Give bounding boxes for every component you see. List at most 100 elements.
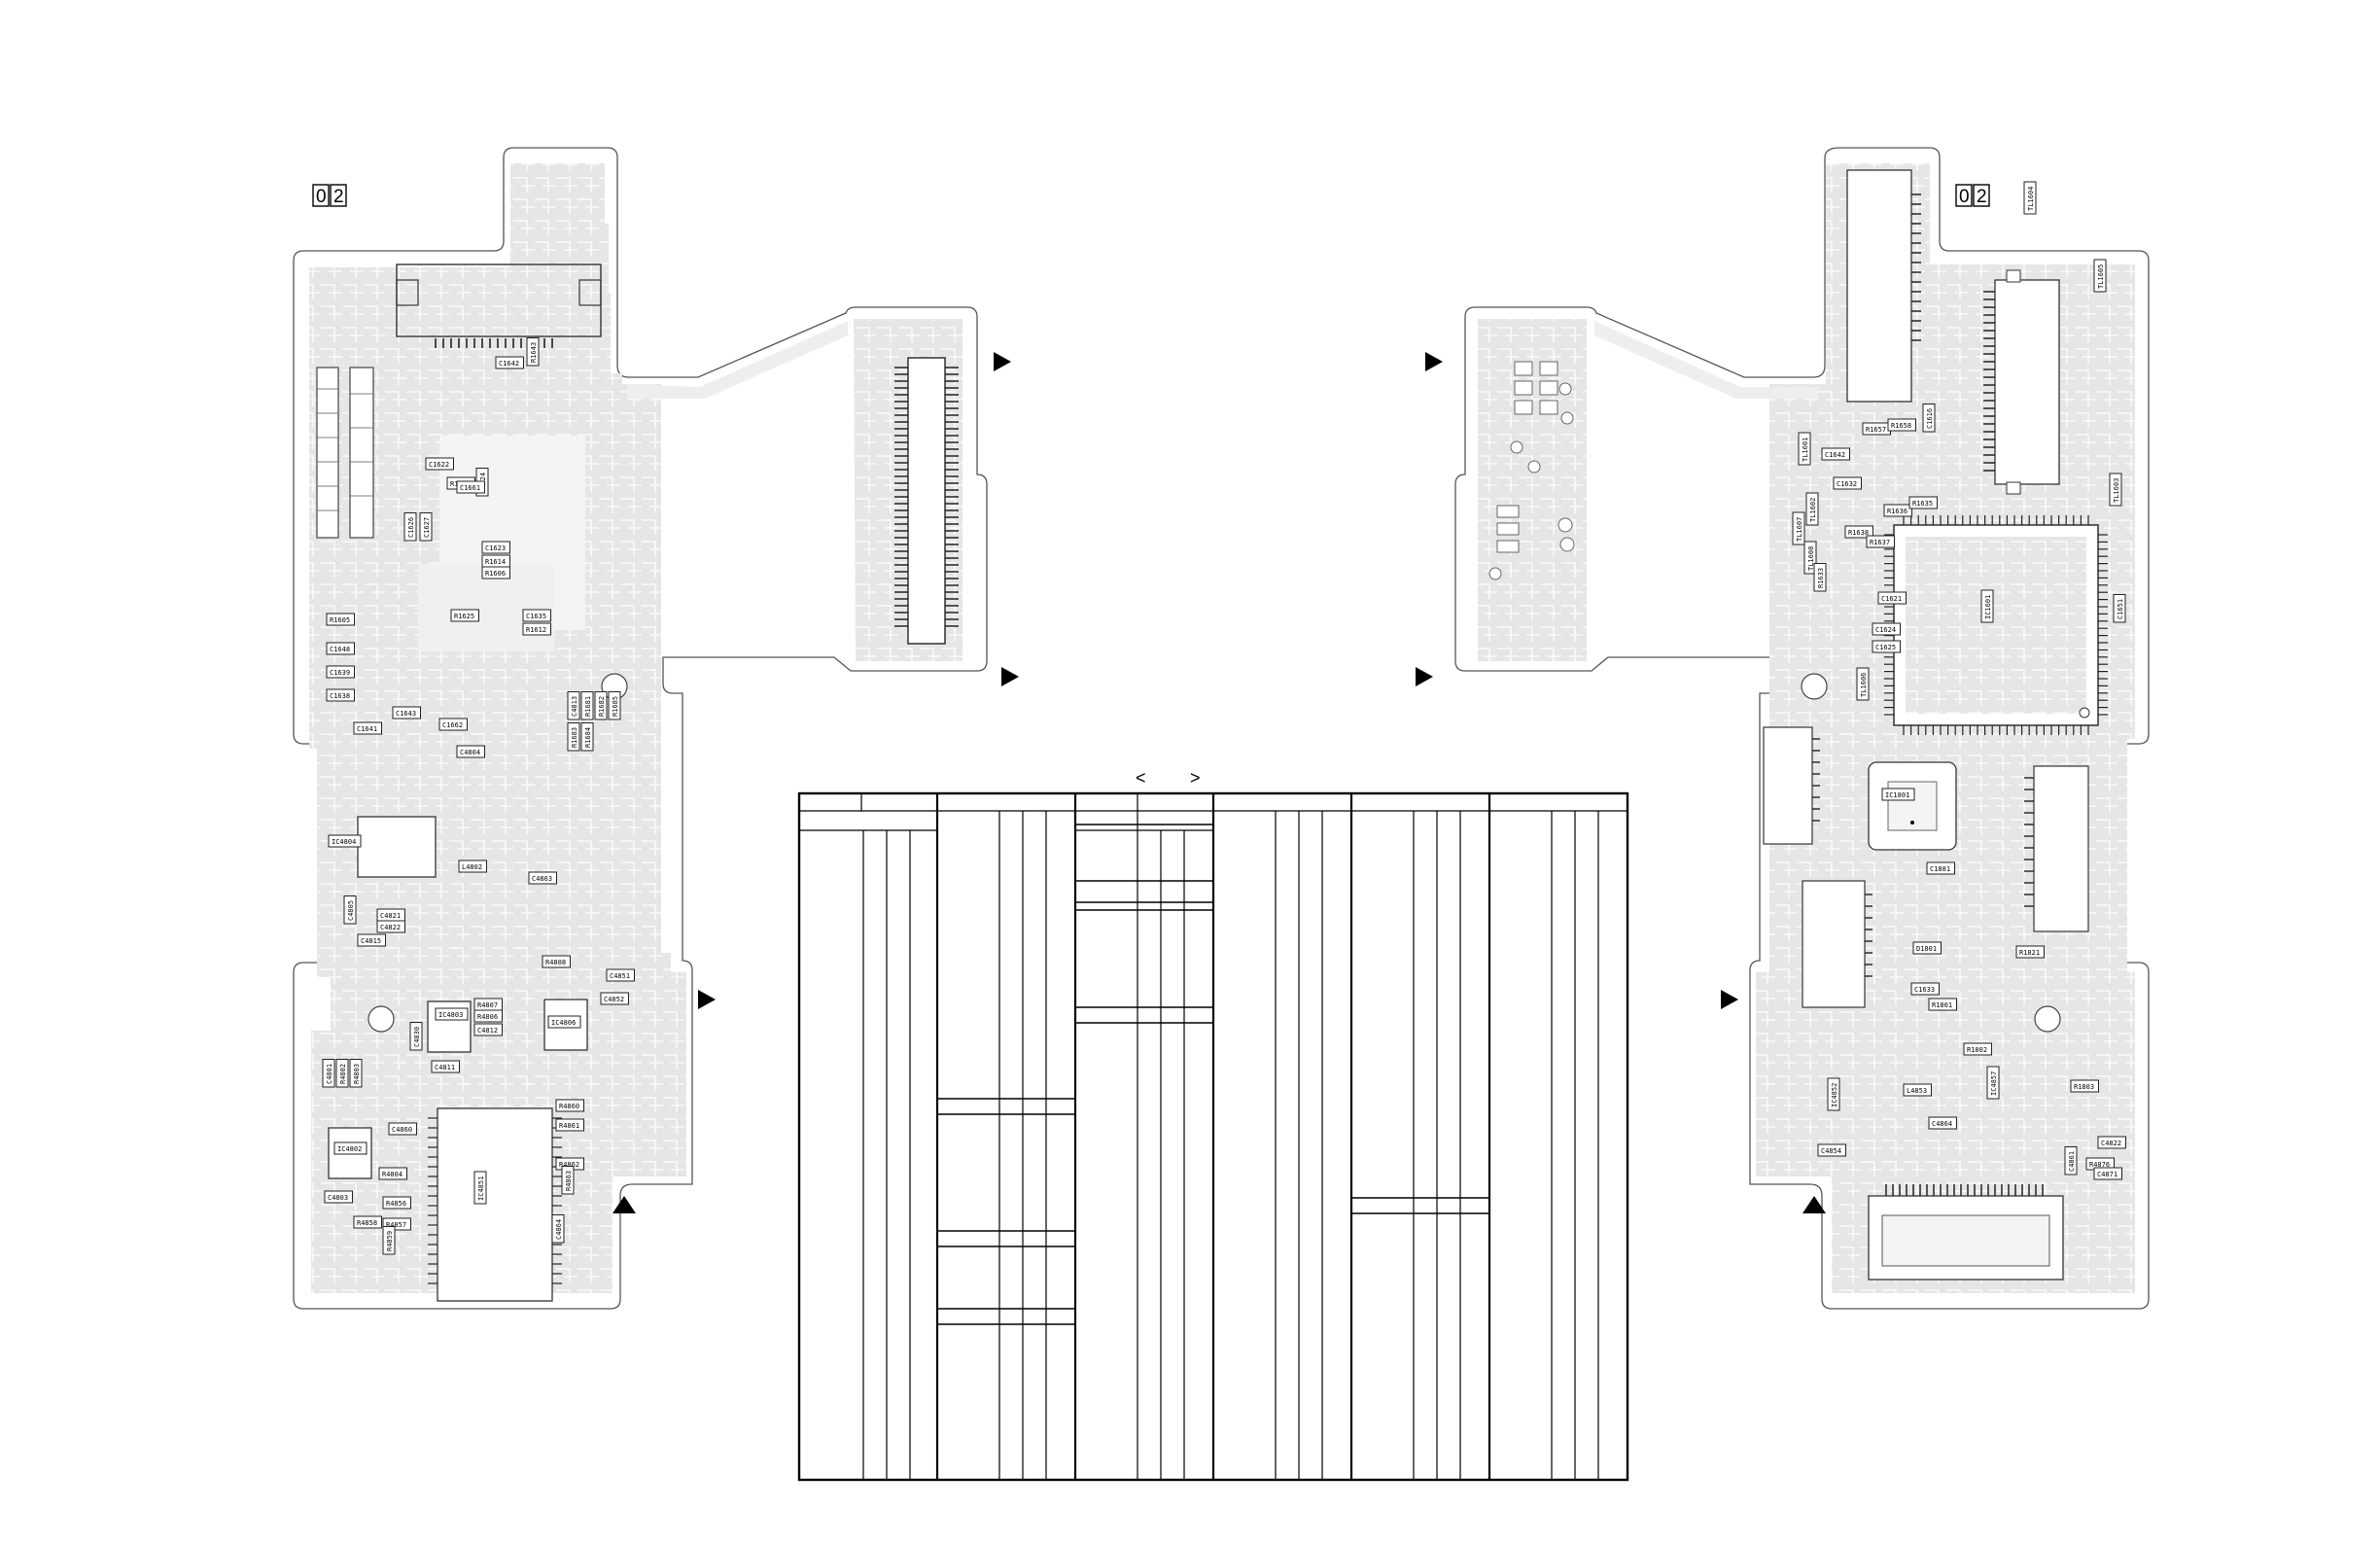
component-label: C1626: [403, 512, 417, 542]
component-label: R4803: [349, 1059, 363, 1088]
component-label: C4830: [409, 1022, 423, 1051]
component-label: C1648: [326, 642, 355, 655]
left-board-arrows: [612, 352, 1019, 1213]
component-label-text: R1614: [485, 558, 506, 566]
component-label: IC4806: [547, 1015, 581, 1029]
component-label-text: R1801: [1932, 1001, 1952, 1009]
left-tag-digit-0: 0: [316, 187, 327, 207]
component-label: TL1601: [1798, 432, 1811, 466]
component-label: C1641: [353, 721, 382, 735]
component-label: C4815: [357, 933, 386, 947]
component-label: C1661: [456, 480, 485, 494]
arrow-marker: [1416, 667, 1433, 686]
component-label-text: R1681: [584, 696, 592, 717]
component-label-text: R4860: [559, 1103, 579, 1110]
component-label-text: C4811: [435, 1064, 455, 1071]
component-label: C1632: [1833, 476, 1862, 490]
component-label-text: R1635: [1912, 500, 1933, 508]
component-label-text: C4813: [571, 696, 578, 717]
component-label: R1612: [522, 622, 551, 636]
component-label-text: TL1607: [1796, 517, 1803, 542]
component-label-text: R4861: [559, 1122, 579, 1130]
left-tag-digit-1: 2: [333, 187, 344, 207]
component-label: R1633: [1813, 563, 1827, 592]
component-label: R1636: [1883, 504, 1912, 517]
component-label-text: C1661: [460, 484, 480, 492]
component-label-text: C1626: [407, 517, 415, 538]
component-label-text: C4801: [326, 1064, 333, 1084]
component-label: R1685: [608, 691, 621, 720]
component-label-text: L4853: [1907, 1087, 1927, 1095]
component-label-text: C1622: [429, 461, 449, 469]
component-label-text: R4856: [386, 1200, 406, 1208]
component-label: R1657: [1862, 422, 1891, 436]
component-label-text: C4860: [392, 1126, 412, 1134]
component-label: R1658: [1887, 418, 1916, 432]
component-label: IC4852: [1827, 1077, 1840, 1111]
component-label: IC1601: [1980, 589, 1994, 623]
component-label-text: C1625: [1875, 644, 1896, 651]
component-label: R1683: [567, 722, 580, 752]
component-label-text: IC4803: [438, 1011, 463, 1019]
component-label-text: R4859: [386, 1231, 394, 1251]
component-label-text: C4852: [604, 996, 624, 1003]
component-label-text: C4805: [347, 900, 355, 921]
component-label: C1651: [2113, 594, 2126, 623]
component-label: IC1801: [1881, 788, 1915, 801]
component-label-text: C4871: [2097, 1171, 2118, 1178]
component-label: TL1602: [1805, 492, 1819, 526]
component-label: IC4857: [1986, 1066, 2000, 1100]
component-label-text: C1642: [1825, 451, 1845, 459]
component-label-text: C4822: [380, 924, 401, 931]
component-label: TL1603: [2109, 473, 2122, 507]
component-label-text: C4804: [460, 749, 480, 756]
table-header-left-bracket: <: [1136, 768, 1146, 788]
component-label-text: D1801: [1916, 945, 1937, 953]
component-label: TL1607: [1792, 511, 1805, 545]
component-label: C1635: [522, 609, 551, 622]
component-label: R1643: [526, 337, 540, 367]
component-label: C1623: [481, 541, 510, 554]
component-label: R4876: [2085, 1157, 2115, 1171]
component-label-text: R1612: [526, 626, 546, 634]
component-label-text: R4863: [565, 1171, 573, 1191]
component-label: C4813: [567, 691, 580, 720]
right-tag-digit-1: 2: [1977, 187, 1987, 207]
arrow-marker: [994, 352, 1011, 371]
component-label-text: R4802: [339, 1064, 347, 1084]
component-label-text: R1685: [612, 696, 619, 717]
component-label-text: C4851: [610, 972, 630, 980]
component-label-text: IC4852: [1831, 1083, 1838, 1107]
component-label-text: C1635: [526, 613, 546, 620]
component-label: C4864: [1928, 1116, 1957, 1130]
component-label: TL1606: [1856, 667, 1870, 701]
component-label: R4859: [382, 1226, 396, 1255]
component-label-text: R1643: [530, 342, 538, 363]
component-label-text: C1632: [1837, 480, 1857, 488]
component-label: R4804: [378, 1167, 407, 1180]
component-label: R1605: [326, 613, 355, 626]
component-label-text: C1639: [330, 669, 350, 677]
component-label-text: R1658: [1891, 422, 1911, 430]
component-label: R4861: [555, 1118, 584, 1132]
component-label-text: R1637: [1870, 539, 1890, 546]
component-label-text: R4862: [559, 1161, 579, 1169]
component-label-text: R4857: [386, 1221, 406, 1229]
component-label-text: IC1801: [1885, 791, 1909, 799]
component-label: R4858: [353, 1215, 382, 1229]
component-label-text: R1683: [571, 727, 578, 748]
component-label-text: C1638: [330, 692, 350, 700]
arrow-marker: [1721, 990, 1738, 1009]
component-label-text: C1643: [396, 710, 416, 718]
component-label: C1643: [392, 706, 421, 719]
component-label-text: TL1603: [2113, 478, 2120, 503]
component-label: C4861: [2064, 1146, 2078, 1176]
component-label-text: IC1601: [1984, 595, 1992, 619]
component-label: C4812: [473, 1023, 503, 1036]
component-label-text: R4808: [545, 959, 566, 966]
component-label: C1622: [425, 457, 454, 471]
component-label: R1821: [2015, 945, 2045, 959]
component-label: C1639: [326, 665, 355, 679]
component-label: IC4802: [333, 1141, 368, 1155]
